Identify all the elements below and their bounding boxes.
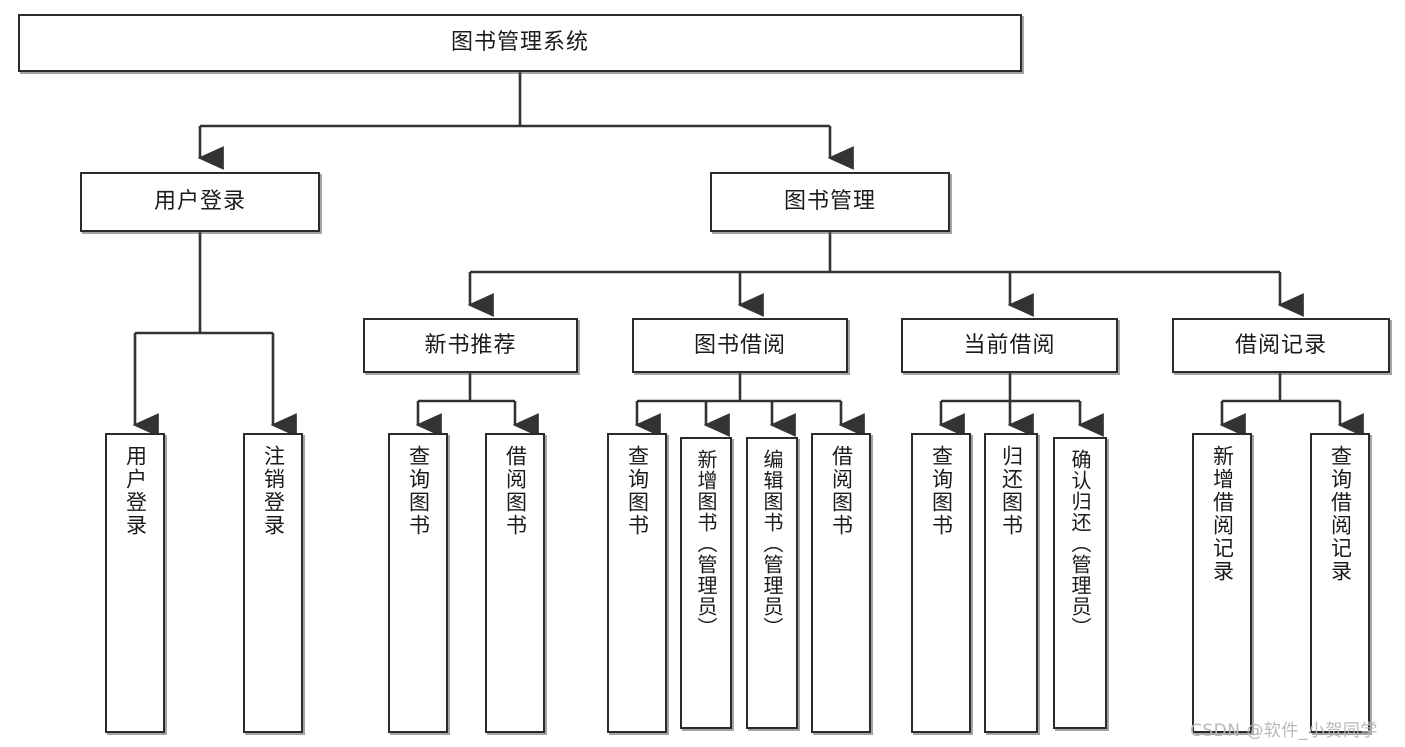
node-leaf-current-confirm-return[interactable]: 确认归还（管理员）	[1053, 437, 1107, 729]
node-leaf-borrow-query-book[interactable]: 查询图书	[607, 433, 667, 733]
node-leaf-current-query-book[interactable]: 查询图书	[911, 433, 971, 733]
node-root-label: 图书管理系统	[450, 30, 589, 56]
node-leaf-user-login-label: 用户登录	[123, 445, 148, 537]
node-borrow-records[interactable]: 借阅记录	[1172, 318, 1390, 373]
node-leaf-borrow-query-book-label: 查询图书	[625, 445, 650, 537]
node-leaf-borrow-lend-book[interactable]: 借阅图书	[811, 433, 871, 733]
node-leaf-recommend-borrow-book[interactable]: 借阅图书	[485, 433, 545, 733]
node-leaf-current-confirm-return-label: 确认归还（管理员）	[1068, 449, 1092, 638]
node-leaf-user-login[interactable]: 用户登录	[105, 433, 165, 733]
node-book-borrow[interactable]: 图书借阅	[632, 318, 848, 373]
node-leaf-current-return-book[interactable]: 归还图书	[984, 433, 1038, 733]
node-book-management[interactable]: 图书管理	[710, 172, 950, 232]
node-book-borrow-label: 图书借阅	[693, 332, 786, 358]
node-borrow-records-label: 借阅记录	[1234, 332, 1327, 358]
node-new-book-recommend-label: 新书推荐	[424, 332, 517, 358]
node-leaf-borrow-lend-book-label: 借阅图书	[829, 445, 854, 537]
node-leaf-borrow-add-book-label: 新增图书（管理员）	[694, 449, 718, 638]
node-user-login-label: 用户登录	[153, 189, 246, 215]
node-leaf-recommend-query-book-label: 查询图书	[406, 445, 431, 537]
node-leaf-recommend-query-book[interactable]: 查询图书	[388, 433, 448, 733]
node-leaf-recommend-borrow-book-label: 借阅图书	[503, 445, 528, 537]
node-leaf-record-search-label: 查询借阅记录	[1328, 445, 1353, 583]
node-leaf-borrow-add-book[interactable]: 新增图书（管理员）	[680, 437, 732, 729]
node-current-borrow-label: 当前借阅	[963, 332, 1056, 358]
node-leaf-record-search[interactable]: 查询借阅记录	[1310, 433, 1370, 733]
node-leaf-record-add[interactable]: 新增借阅记录	[1192, 433, 1252, 733]
node-leaf-borrow-edit-book[interactable]: 编辑图书（管理员）	[746, 437, 798, 729]
node-current-borrow[interactable]: 当前借阅	[901, 318, 1118, 373]
node-user-login[interactable]: 用户登录	[80, 172, 320, 232]
node-book-management-label: 图书管理	[783, 189, 876, 215]
node-leaf-record-add-label: 新增借阅记录	[1210, 445, 1235, 583]
node-leaf-user-logout[interactable]: 注销登录	[243, 433, 303, 733]
node-leaf-borrow-edit-book-label: 编辑图书（管理员）	[760, 449, 784, 638]
node-leaf-user-logout-label: 注销登录	[261, 445, 286, 537]
node-root[interactable]: 图书管理系统	[18, 14, 1022, 72]
node-leaf-current-return-book-label: 归还图书	[999, 445, 1024, 537]
node-new-book-recommend[interactable]: 新书推荐	[363, 318, 578, 373]
node-leaf-current-query-book-label: 查询图书	[929, 445, 954, 537]
